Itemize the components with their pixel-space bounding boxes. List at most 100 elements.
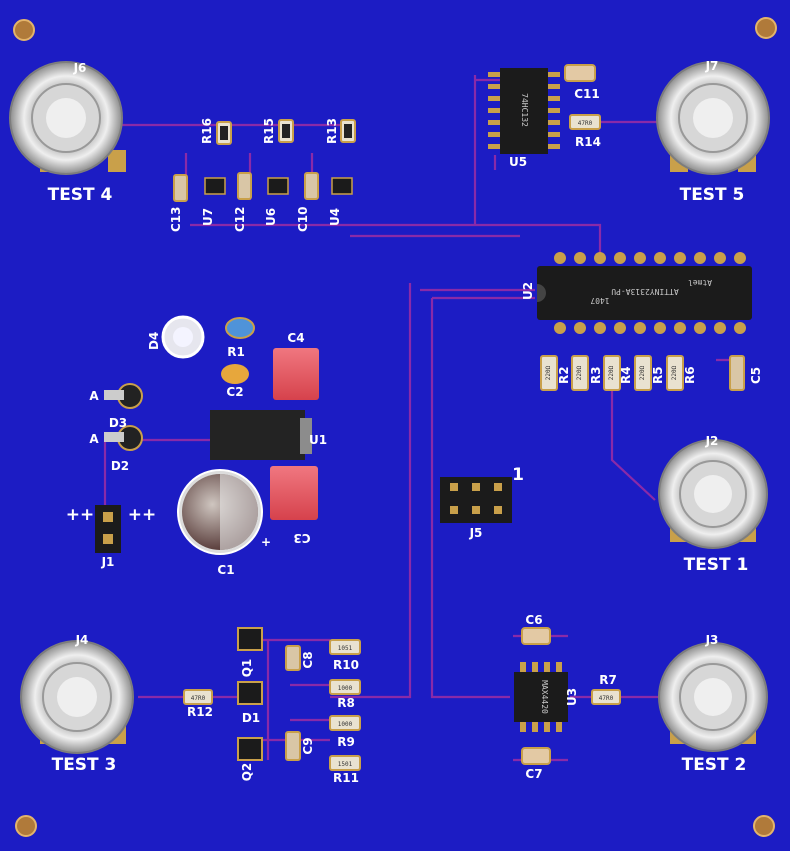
- ref-j3: J3: [705, 633, 719, 647]
- ref-j1: J1: [101, 555, 115, 569]
- ref-d3: D3: [109, 416, 127, 430]
- ref-c6: C6: [525, 613, 542, 627]
- ref-u6: U6: [264, 208, 278, 226]
- resistor-array: [540, 355, 745, 391]
- ref-r4: R4: [619, 366, 633, 384]
- ref-u4: U4: [328, 208, 342, 226]
- ref-c9: C9: [301, 737, 315, 754]
- ref-u5: U5: [509, 155, 527, 169]
- ref-r2: R2: [557, 366, 571, 384]
- ref-r11: R11: [333, 771, 359, 785]
- ref-j7: J7: [705, 59, 719, 73]
- ref-r3: R3: [589, 366, 603, 384]
- silk-pin1: 1: [512, 465, 524, 485]
- mounting-holes: [13, 17, 777, 837]
- cap-c11: [564, 64, 596, 82]
- bnc-test2[interactable]: [658, 642, 768, 752]
- ref-q1: Q1: [240, 659, 254, 678]
- ref-q2: Q2: [240, 763, 254, 782]
- ref-r12: R12: [187, 705, 213, 719]
- resistors-bottom-left: [183, 639, 361, 771]
- header-j1[interactable]: [95, 505, 121, 553]
- bnc-test4[interactable]: [9, 61, 126, 175]
- ref-c8: C8: [301, 651, 315, 668]
- cap-c4: [273, 348, 319, 400]
- bnc-test3[interactable]: [20, 640, 134, 754]
- bnc-test1[interactable]: [658, 439, 768, 549]
- sot23-chips: [204, 177, 353, 195]
- r12-value: 47R0: [191, 695, 206, 702]
- ref-u1: U1: [309, 433, 327, 447]
- ref-r6: R6: [683, 366, 697, 384]
- ref-c13: C13: [169, 206, 183, 232]
- diodes-d3-d2: [104, 383, 143, 451]
- ref-r5: R5: [651, 366, 665, 384]
- r5-value: 220Ω: [639, 365, 646, 380]
- ref-r7: R7: [599, 673, 617, 687]
- ref-c2: C2: [226, 385, 243, 399]
- u2-part: ATTINY2313A-PU: [611, 287, 679, 296]
- cap-c1: [177, 469, 263, 555]
- u2-date: 1407: [590, 296, 609, 305]
- ref-u3: U3: [565, 688, 579, 706]
- ref-r10: R10: [333, 658, 359, 672]
- r7-value: 47R0: [599, 695, 614, 702]
- traces: [103, 75, 740, 762]
- r6-value: 220Ω: [671, 365, 678, 380]
- ref-r16: R16: [200, 118, 214, 144]
- r10-value: 1051: [338, 645, 353, 652]
- ref-c7: C7: [525, 767, 542, 781]
- ref-r8: R8: [337, 696, 355, 710]
- label-test3: TEST 3: [52, 755, 117, 775]
- smd-resistors-top: [216, 119, 356, 145]
- chip-u2: Atmel ATTINY2313A-PU 1407: [537, 252, 752, 334]
- ref-d1: D1: [242, 711, 260, 725]
- cap-c7: [521, 747, 551, 765]
- u5-marking: 74HC132: [520, 93, 529, 127]
- ref-r14: R14: [575, 135, 601, 149]
- r8-value: 1000: [338, 685, 353, 692]
- r9-value: 1000: [338, 721, 353, 728]
- ref-c4: C4: [287, 331, 304, 345]
- ref-j6: J6: [73, 61, 87, 75]
- ref-u7: U7: [201, 208, 215, 226]
- label-test5: TEST 5: [680, 185, 745, 205]
- ref-c10: C10: [296, 206, 310, 232]
- res-r1: [225, 317, 255, 339]
- ref-c5: C5: [749, 367, 763, 384]
- silk-c1-plus: +: [261, 535, 271, 549]
- res-r7: [591, 689, 621, 705]
- ref-d4: D4: [147, 332, 161, 350]
- silk-anode-1: A: [89, 389, 99, 403]
- r11-value: 1501: [338, 761, 353, 768]
- cap-c8: [285, 645, 301, 671]
- cap-c2: [221, 364, 249, 384]
- ref-j5: J5: [469, 526, 483, 540]
- silk-anode-2: A: [89, 432, 99, 446]
- r14-value: 47R0: [578, 120, 593, 127]
- cap-c9: [285, 731, 301, 761]
- label-test2: TEST 2: [682, 755, 747, 775]
- ref-c12: C12: [233, 206, 247, 232]
- silk-plus-right: ++: [128, 505, 157, 525]
- res-r14: [569, 114, 601, 130]
- cap-c3: [270, 466, 318, 520]
- r3-value: 220Ω: [576, 365, 583, 380]
- ref-u2: U2: [521, 282, 535, 300]
- ref-r13: R13: [325, 118, 339, 144]
- ref-j2: J2: [705, 434, 719, 448]
- r2-value: 220Ω: [545, 365, 552, 380]
- bnc-test5[interactable]: [656, 61, 770, 175]
- cap-c6: [521, 627, 551, 645]
- ref-j4: J4: [75, 633, 89, 647]
- ref-c11: C11: [574, 87, 600, 101]
- chip-u3: MAX4420: [514, 662, 568, 732]
- ref-r15: R15: [262, 118, 276, 144]
- u2-brand: Atmel: [688, 278, 712, 287]
- silk-plus-left: ++: [66, 505, 95, 525]
- header-j5[interactable]: [440, 477, 512, 523]
- ref-r1: R1: [227, 345, 245, 359]
- ref-c3: C3: [293, 531, 310, 545]
- ref-r9: R9: [337, 735, 355, 749]
- label-test4: TEST 4: [48, 185, 113, 205]
